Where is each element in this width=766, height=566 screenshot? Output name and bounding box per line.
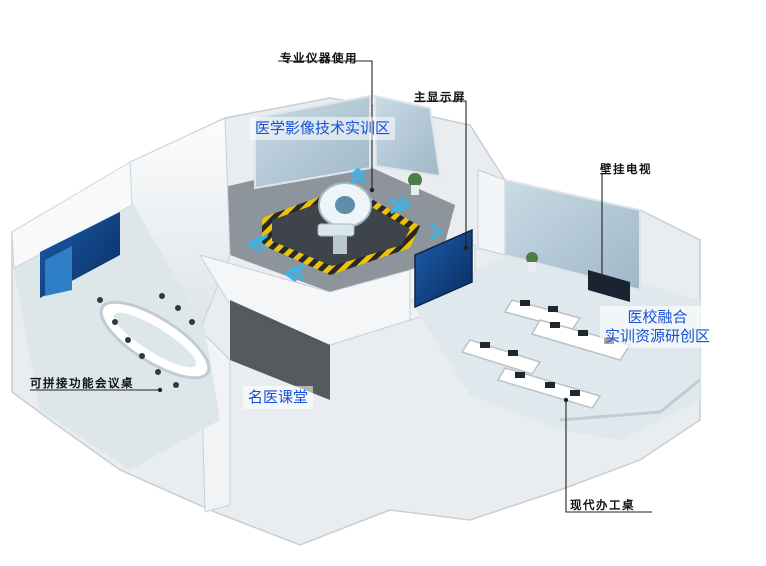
zone-label-resource-lab-line2: 实训资源研创区 xyxy=(605,327,711,345)
callout-office-desk: 现代办工桌 xyxy=(570,498,635,512)
callout-instrument-use: 专业仪器使用 xyxy=(280,51,358,65)
callout-modular-table: 可拼接功能会议桌 xyxy=(30,376,134,390)
callout-wall-tv: 壁挂电视 xyxy=(600,162,652,176)
zone-label-resource-lab: 医校融合 实训资源研创区 xyxy=(600,306,716,348)
classroom-area xyxy=(11,161,220,470)
plants xyxy=(408,173,538,272)
zone-label-resource-lab-line1: 医校融合 xyxy=(627,308,688,326)
callout-main-screen: 主显示屏 xyxy=(414,90,466,104)
zone-label-classroom: 名医课堂 xyxy=(243,386,314,409)
imaging-lab-floor xyxy=(220,94,455,292)
zone-label-imaging-lab: 医学影像技术实训区 xyxy=(250,117,396,140)
resource-lab-area xyxy=(410,169,701,440)
floor-chevrons xyxy=(247,167,443,282)
callout-leaders xyxy=(30,60,652,513)
callout-dots xyxy=(157,187,605,403)
